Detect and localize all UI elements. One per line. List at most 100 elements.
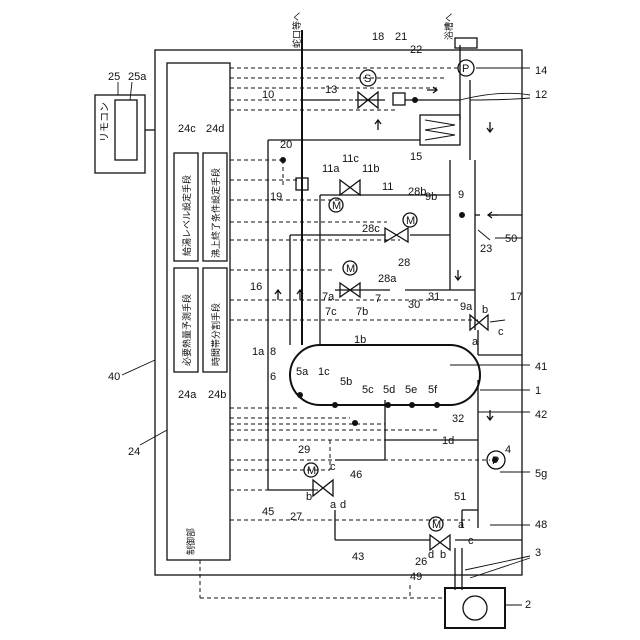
label-24d: 24d <box>206 123 224 135</box>
label-5a: 5a <box>296 366 309 378</box>
label-1a: 1a <box>252 346 265 358</box>
v17-c: c <box>498 326 504 338</box>
label-40: 40 <box>108 371 120 383</box>
heat-exchanger <box>420 115 460 145</box>
label-30: 30 <box>408 299 420 311</box>
v27-b: b <box>306 491 312 503</box>
label-11c: 11c <box>342 153 359 165</box>
boil-end-label: 沸上終了条件設定手段 <box>210 168 222 258</box>
label-13: 13 <box>325 84 337 96</box>
mixing-valve-28: M <box>385 213 417 242</box>
label-2: 2 <box>525 599 531 611</box>
label-5f: 5f <box>428 384 438 396</box>
label-11a: 11a <box>322 163 340 175</box>
label-15: 15 <box>410 151 422 163</box>
label-24a: 24a <box>178 389 197 401</box>
motor-27-label: M <box>307 465 316 477</box>
v26-a: a <box>458 519 465 531</box>
label-26: 26 <box>415 556 427 568</box>
label-31: 31 <box>428 291 440 303</box>
label-28: 28 <box>398 257 410 269</box>
label-45: 45 <box>262 506 274 518</box>
flow-meter-18 <box>393 93 405 105</box>
reference-numbers: 10 13 18 21 22 14 12 15 20 19 11a 11c 11… <box>250 31 547 611</box>
remote-label: リモコン <box>100 102 111 142</box>
label-5b: 5b <box>340 376 352 388</box>
label-21: 21 <box>395 31 407 43</box>
label-5g: 5g <box>535 468 547 480</box>
label-17: 17 <box>510 291 522 303</box>
motor-28-label: M <box>406 215 415 227</box>
sensor-label: S <box>364 73 371 85</box>
label-9b: 9b <box>425 191 437 203</box>
v26-b: b <box>440 549 446 561</box>
label-28b: 28b <box>408 186 426 198</box>
label-25a: 25a <box>128 71 147 83</box>
label-11: 11 <box>382 181 393 193</box>
label-50: 50 <box>505 233 517 245</box>
controller-unit: 制御部 給湯レベル設定手段 沸上終了条件設定手段 必要熱量予測手段 時間帯分割手… <box>167 63 230 560</box>
label-1: 1 <box>535 385 541 397</box>
label-3: 3 <box>535 547 541 559</box>
label-14: 14 <box>535 65 547 77</box>
label-1d: 1d <box>442 435 454 447</box>
label-46: 46 <box>350 469 362 481</box>
label-5e: 5e <box>405 384 417 396</box>
flow-sensor: S <box>358 70 378 108</box>
time-div-label: 時間帯分割手段 <box>210 303 222 366</box>
label-1b: 1b <box>354 334 366 346</box>
label-43: 43 <box>352 551 364 563</box>
mixing-valve-11: M <box>329 180 360 212</box>
v27-c: c <box>330 461 336 473</box>
label-5c: 5c <box>362 384 374 396</box>
v26-d: d <box>428 549 434 561</box>
mixing-valve-7: M <box>340 261 360 297</box>
label-24c: 24c <box>178 123 196 135</box>
to-tap-label: 蛇口等へ <box>291 12 303 48</box>
label-24: 24 <box>128 446 140 458</box>
label-27: 27 <box>290 511 302 523</box>
label-48: 48 <box>535 519 547 531</box>
label-6: 6 <box>270 371 276 383</box>
label-20: 20 <box>280 139 292 151</box>
signal-lines <box>200 68 490 598</box>
label-5d: 5d <box>383 384 395 396</box>
bath-outlet <box>455 38 477 48</box>
label-23: 23 <box>480 243 492 255</box>
req-heat-label: 必要熱量予測手段 <box>181 294 193 366</box>
controller-label: 制御部 <box>185 528 197 555</box>
label-25: 25 <box>108 71 120 83</box>
label-12: 12 <box>535 89 547 101</box>
motor-11-label: M <box>332 200 341 212</box>
label-49: 49 <box>410 571 422 583</box>
label-22: 22 <box>410 44 422 56</box>
label-10: 10 <box>262 89 274 101</box>
v27-d: d <box>340 499 346 511</box>
label-8: 8 <box>270 346 276 358</box>
label-4: 4 <box>505 444 511 456</box>
label-29: 29 <box>298 444 310 456</box>
label-42: 42 <box>535 409 547 421</box>
to-bath-label: 浴槽へ <box>443 13 455 40</box>
label-9: 9 <box>458 189 464 201</box>
motor-7-label: M <box>346 263 355 275</box>
remote-controller: リモコン 25 25a <box>95 71 147 173</box>
pump-4-label: P <box>492 455 499 467</box>
label-7: 7 <box>375 293 381 305</box>
label-24b: 24b <box>208 389 226 401</box>
flow-arrows <box>275 87 498 420</box>
label-1c: 1c <box>318 366 330 378</box>
label-7a: 7a <box>322 291 335 303</box>
label-7c: 7c <box>325 306 337 318</box>
v27-a: a <box>330 499 337 511</box>
switch-valve-26: M d b a c <box>428 517 474 561</box>
label-28a: 28a <box>378 273 397 285</box>
pump-14-label: P <box>462 63 469 75</box>
v17-a: a <box>472 336 479 348</box>
switch-valve-27: M b c a d <box>304 461 346 511</box>
label-9a: 9a <box>460 301 473 313</box>
v26-c: c <box>468 535 474 547</box>
label-32: 32 <box>452 413 464 425</box>
label-19: 19 <box>270 191 282 203</box>
